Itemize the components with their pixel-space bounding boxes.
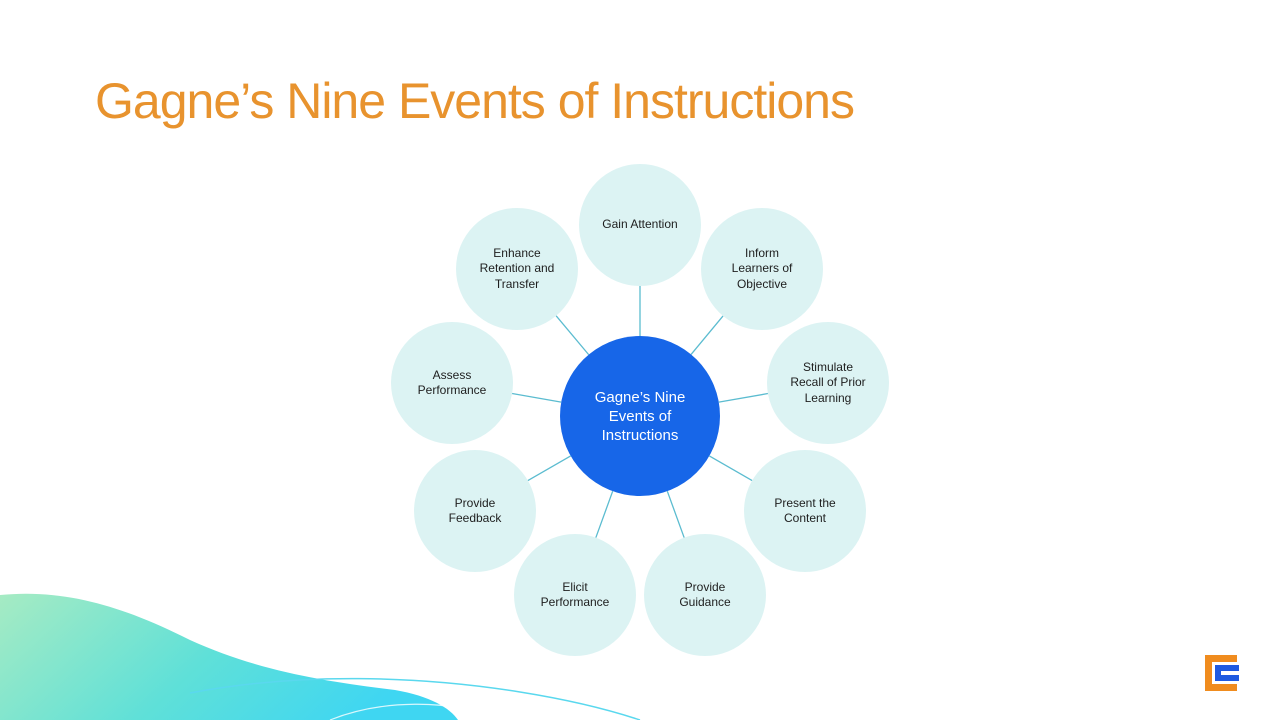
connector-enhance-retention xyxy=(555,315,590,356)
node-elicit-performance xyxy=(514,534,636,656)
node-gain-attention xyxy=(579,164,701,286)
node-label-provide-guidance: Provide Guidance xyxy=(679,579,731,610)
node-label-elicit-performance: Elicit Performance xyxy=(540,579,610,610)
node-label-inform-learners: Inform Learners of Objective xyxy=(731,245,793,291)
node-label-enhance-retention: Enhance Retention and Transfer xyxy=(479,245,555,291)
center-node xyxy=(560,336,720,496)
node-provide-feedback xyxy=(414,450,536,572)
node-provide-guidance xyxy=(644,534,766,656)
slide-title: Gagne’s Nine Events of Instructions xyxy=(95,73,855,129)
center-node-label: Gagne’s Nine Events of Instructions xyxy=(594,388,686,444)
node-stimulate-recall xyxy=(767,322,889,444)
node-label-gain-attention: Gain Attention xyxy=(602,217,678,232)
node-label-assess-performance: Assess Performance xyxy=(417,367,487,398)
connector-provide-feedback xyxy=(527,455,571,482)
node-enhance-retention xyxy=(456,208,578,330)
connector-inform-learners xyxy=(690,315,724,355)
node-label-provide-feedback: Provide Feedback xyxy=(448,495,502,526)
node-label-present-content: Present the Content xyxy=(774,495,836,526)
node-label-stimulate-recall: Stimulate Recall of Prior Learning xyxy=(790,359,866,405)
node-assess-performance xyxy=(391,322,513,444)
e-logo-icon xyxy=(1205,655,1239,691)
node-present-content xyxy=(744,450,866,572)
connector-elicit-performance xyxy=(595,490,614,538)
connector-provide-guidance xyxy=(666,490,685,538)
connector-assess-performance xyxy=(511,392,562,403)
connector-stimulate-recall xyxy=(718,392,769,403)
connector-present-content xyxy=(709,455,753,482)
node-inform-learners xyxy=(701,208,823,330)
